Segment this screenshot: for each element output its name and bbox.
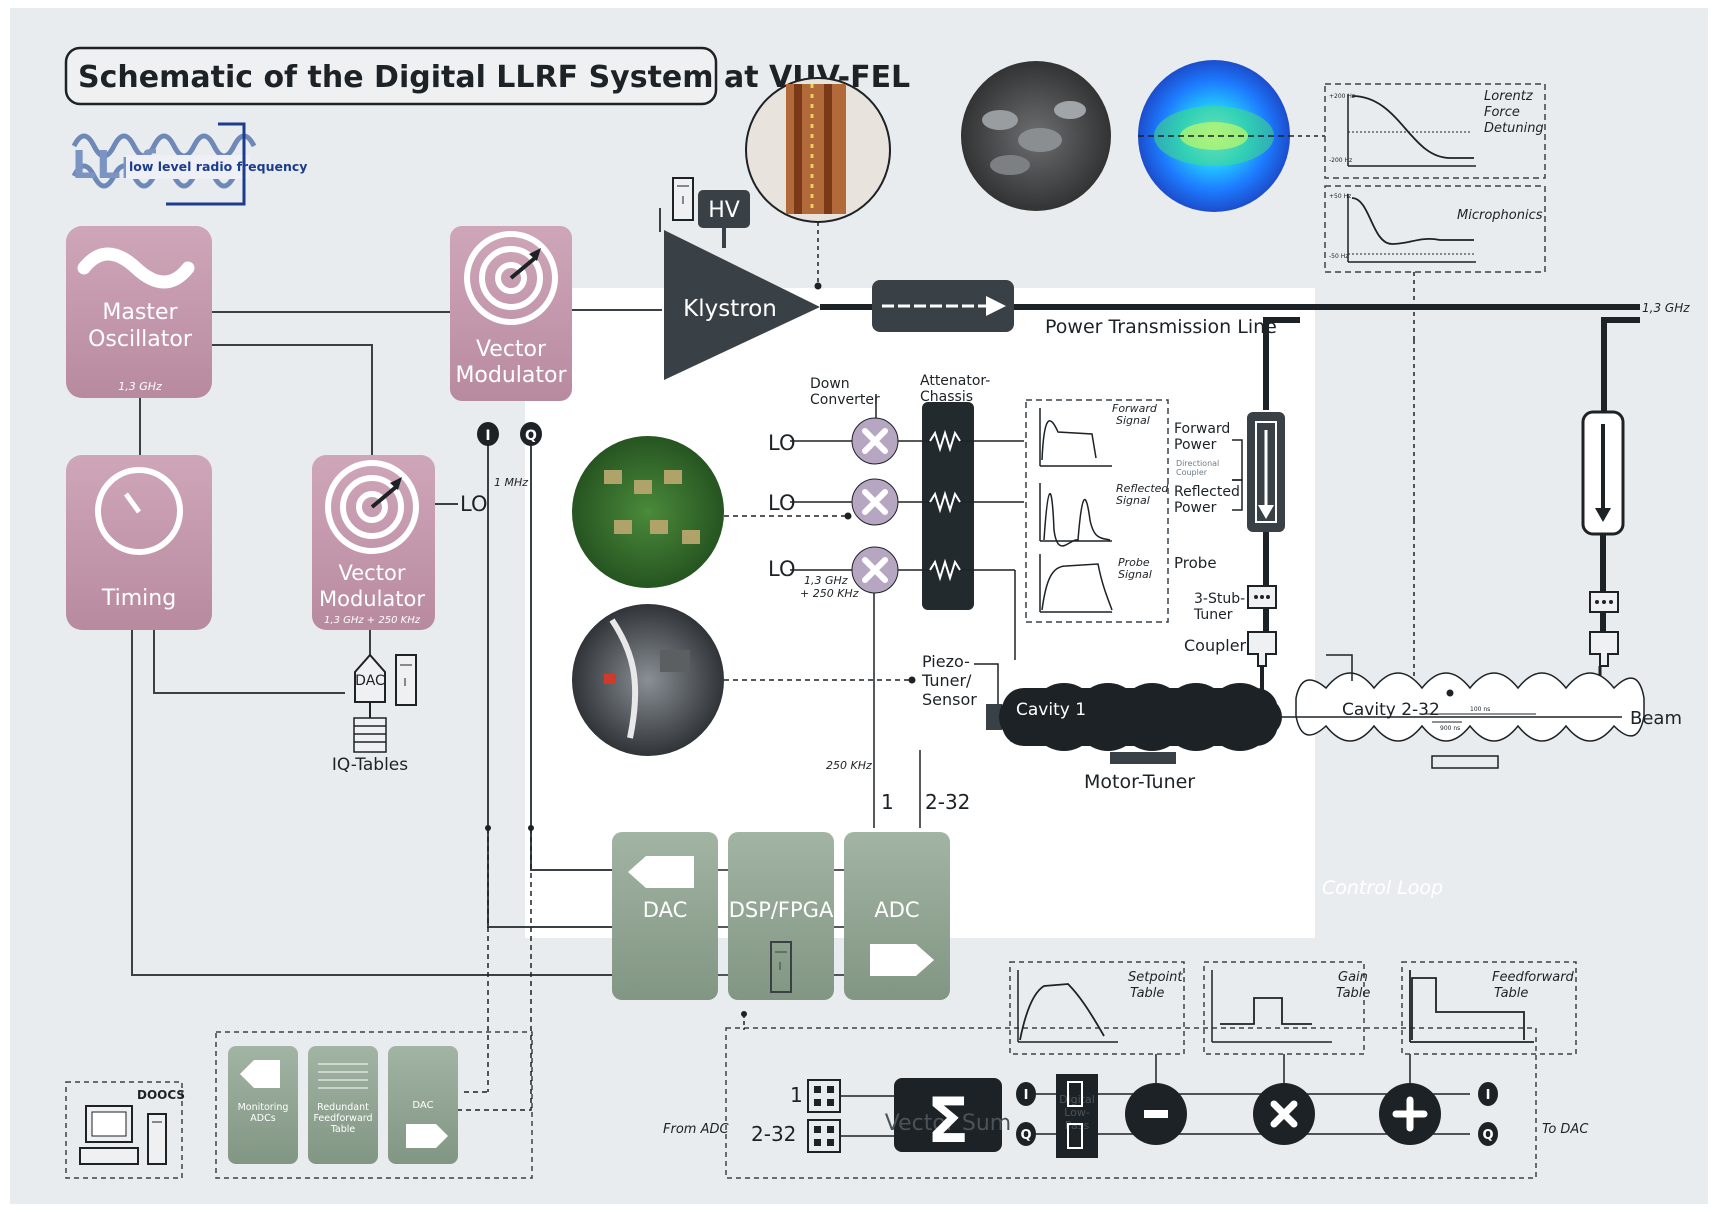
- probe-label: Probe: [1174, 554, 1217, 572]
- ch2-label: 2-32: [925, 790, 970, 814]
- vm-low-label-2: Modulator: [319, 587, 425, 611]
- logo-text: low level radio frequency: [129, 159, 307, 174]
- out-port-i: I: [1478, 1082, 1498, 1106]
- minus-icon: [1144, 1110, 1168, 1118]
- piezo-label: Piezo-Tuner/Sensor: [921, 652, 977, 709]
- lo-label-3: LO: [768, 557, 795, 581]
- freq-out-label: 1,3 GHz: [1642, 301, 1690, 315]
- coupler-label: Coupler: [1184, 636, 1247, 655]
- timing-label: Timing: [101, 586, 176, 611]
- vector-modulator-low: Vector Modulator 1,3 GHz + 250 KHz: [312, 455, 435, 630]
- vm-top-label-2: Modulator: [455, 363, 567, 388]
- from-adc-label: From ADC: [663, 1122, 729, 1137]
- dsp-fpga-label: DSP/FPGA: [729, 898, 834, 922]
- svg-text:I: I: [1024, 1088, 1029, 1103]
- vm-low-freq: 1,3 GHz + 250 KHz: [324, 615, 421, 626]
- vm-port-i: I: [477, 422, 499, 446]
- control-loop-label: Control Loop: [1322, 877, 1443, 899]
- lo-label-1: LO: [768, 431, 795, 455]
- vm-low-label-1: Vector: [339, 561, 406, 585]
- sigma-icon: Σ: [927, 1084, 969, 1157]
- iq-table-stack-icon: [354, 718, 386, 752]
- svg-text:I: I: [1486, 1088, 1491, 1103]
- dsp-fpga-board: DSP/FPGA: [728, 832, 834, 1000]
- svg-text:900 ns: 900 ns: [1440, 725, 1460, 732]
- transmission-line-label: Power Transmission Line: [1045, 316, 1277, 338]
- mo-label-2: Oscillator: [88, 327, 193, 352]
- svg-text:+50 Hz: +50 Hz: [1329, 193, 1351, 200]
- cavity-photo-cables: [961, 61, 1111, 211]
- out-port-q: Q: [1478, 1122, 1498, 1146]
- beam-label: Beam: [1630, 708, 1682, 729]
- mo-freq: 1,3 GHz: [118, 380, 162, 393]
- input-2-label: 2-32: [751, 1122, 796, 1146]
- if-freq-label: 250 KHz: [826, 759, 872, 772]
- svg-text:Q: Q: [1482, 1128, 1493, 1143]
- adc-label: ADC: [874, 898, 919, 922]
- digital-dac-label: DAC: [643, 898, 687, 922]
- microphonics-label: Microphonics: [1457, 208, 1543, 223]
- freq-1mhz: 1 MHz: [494, 476, 528, 489]
- input-1-label: 1: [790, 1083, 803, 1107]
- svg-text:+200 Hz: +200 Hz: [1329, 93, 1355, 100]
- ch1-label: 1: [881, 790, 894, 814]
- vm-lo-label: LO: [460, 492, 487, 516]
- svg-text:-200 Hz: -200 Hz: [1329, 157, 1352, 164]
- digital-dac-board: DAC: [612, 832, 718, 1000]
- rack-icon: [396, 655, 416, 705]
- motor-tuner-label: Motor-Tuner: [1084, 771, 1195, 793]
- to-dac-label: To DAC: [1542, 1122, 1589, 1137]
- timing-block: Timing: [66, 455, 212, 630]
- dac-small-label: DAC: [355, 673, 385, 689]
- doocs-dac-label: DAC: [412, 1100, 433, 1111]
- hv-label: HV: [708, 198, 740, 223]
- doocs-label: DOOCS: [137, 1088, 185, 1102]
- svg-text:Q: Q: [525, 428, 537, 444]
- vs-port-i: I: [1016, 1082, 1036, 1106]
- lo-label-2: LO: [768, 491, 795, 515]
- svg-text:-50 Hz: -50 Hz: [1329, 253, 1348, 260]
- svg-text:100 ns: 100 ns: [1470, 706, 1490, 713]
- svg-text:Q: Q: [1020, 1128, 1031, 1143]
- iq-tables-label: IQ-Tables: [332, 755, 408, 775]
- klystron-label: Klystron: [683, 296, 777, 322]
- gain-label: GainTable: [1336, 970, 1370, 1001]
- cavity-1-label: Cavity 1: [1016, 700, 1086, 720]
- vs-port-q: Q: [1016, 1122, 1036, 1146]
- vm-port-q: Q: [520, 422, 542, 446]
- mo-label-1: Master: [102, 300, 178, 325]
- vector-modulator-top: Vector Modulator: [450, 226, 572, 401]
- master-oscillator-block: Master Oscillator 1,3 GHz: [66, 226, 212, 398]
- adc-board: ADC: [844, 832, 950, 1000]
- vm-top-label-1: Vector: [476, 337, 547, 362]
- keyboard-icon: [80, 1148, 138, 1164]
- svg-text:I: I: [485, 428, 490, 444]
